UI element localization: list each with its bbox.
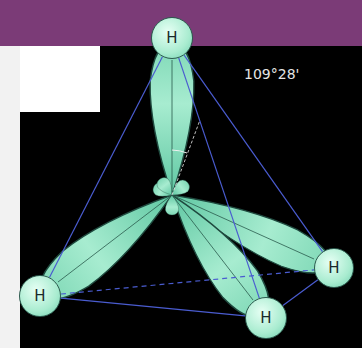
white-panel xyxy=(0,46,20,348)
hydrogen-atom: H xyxy=(19,275,61,317)
tetrahedron-edge xyxy=(61,270,314,294)
tetrahedron-edge xyxy=(179,58,260,298)
tetrahedron-edge xyxy=(184,55,322,251)
tetrahedron-edge xyxy=(283,280,318,306)
atom-symbol: H xyxy=(166,31,177,46)
angle-line xyxy=(172,120,200,195)
bond-angle: 109°28' xyxy=(244,66,299,82)
tetrahedron-edge xyxy=(50,57,163,278)
lobe-axes xyxy=(58,60,314,300)
hydrogen-atom: H xyxy=(151,17,193,59)
hydrogen-atom: H xyxy=(245,297,287,339)
atom-symbol: H xyxy=(328,261,339,276)
tetrahedron-edge xyxy=(61,298,245,316)
atom-symbol: H xyxy=(260,311,271,326)
orbital-lobes xyxy=(30,43,337,327)
atom-symbol: H xyxy=(34,289,45,304)
angle-arc xyxy=(172,150,187,153)
hydrogen-atom: H xyxy=(314,248,354,288)
